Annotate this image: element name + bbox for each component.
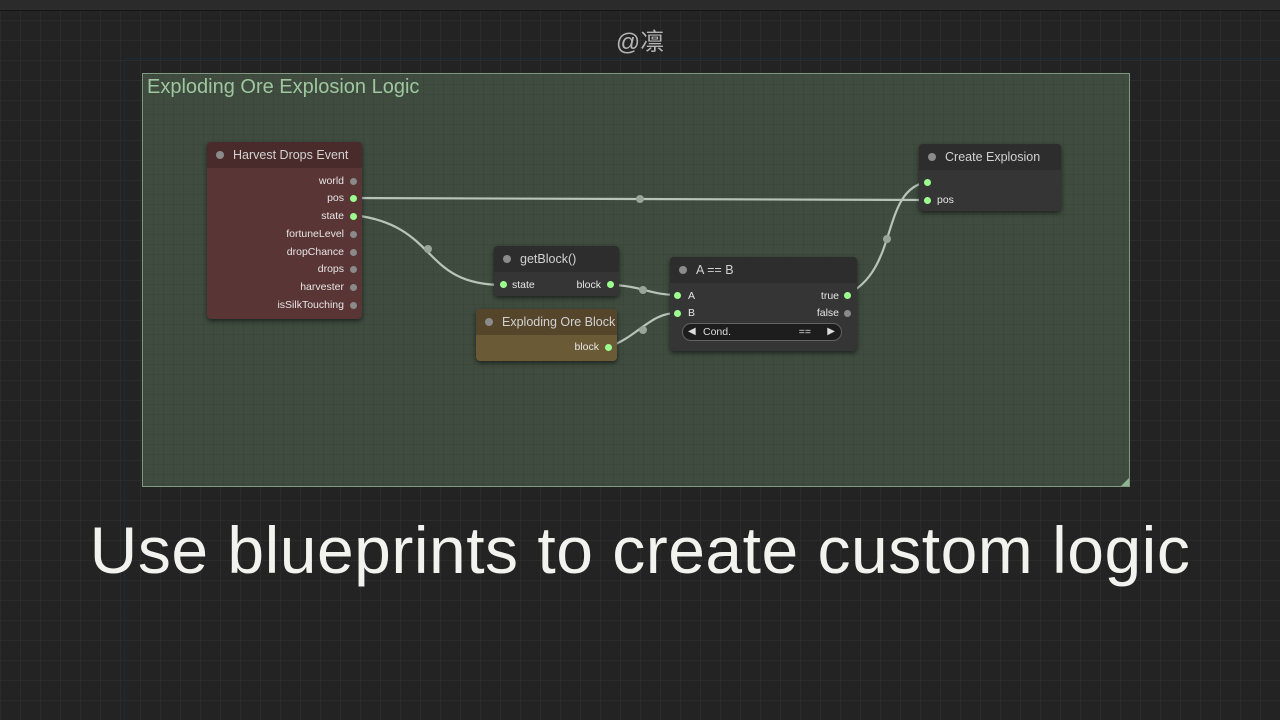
output-slot-world[interactable] <box>350 178 357 185</box>
condition-combo-widget[interactable]: ◀ Cond. == ▶ <box>682 323 842 341</box>
combo-left-arrow-icon[interactable]: ◀ <box>688 326 696 337</box>
output-label-block: block <box>574 341 599 353</box>
input-slot-b[interactable] <box>674 310 681 317</box>
output-slot-block[interactable] <box>605 344 612 351</box>
input-label-pos: pos <box>937 194 954 206</box>
input-label-a: A <box>688 290 696 302</box>
output-label-pos: pos <box>327 192 344 204</box>
output-slot-false[interactable] <box>844 310 851 317</box>
node-title: Create Explosion <box>945 150 1041 164</box>
node-collapse-dot-icon[interactable] <box>216 151 224 159</box>
node-title: getBlock() <box>520 252 577 266</box>
output-label-state: state <box>321 210 344 222</box>
node-collapse-dot-icon[interactable] <box>485 318 493 326</box>
input-slot-pos[interactable] <box>924 197 931 204</box>
node-header[interactable]: Harvest Drops Event <box>207 142 362 168</box>
group-resize-handle[interactable] <box>1121 478 1129 486</box>
node-compare[interactable]: A == B A B true false ◀ Cond. == ▶ <box>670 257 857 351</box>
output-label-false: false <box>816 307 839 319</box>
output-label-harvester: harvester <box>300 281 344 293</box>
group-title[interactable]: Exploding Ore Explosion Logic <box>147 76 420 98</box>
canvas-edge <box>124 58 1280 59</box>
output-label-fortune-level: fortuneLevel <box>286 228 344 240</box>
output-slot-pos[interactable] <box>350 195 357 202</box>
output-label-true: true <box>820 290 839 302</box>
output-slot-block[interactable] <box>607 281 614 288</box>
canvas-edge <box>124 58 125 720</box>
node-collapse-dot-icon[interactable] <box>503 255 511 263</box>
output-slot-true[interactable] <box>844 292 851 299</box>
node-header[interactable]: Exploding Ore Block <box>476 309 617 335</box>
output-slot-drop-chance[interactable] <box>350 249 357 256</box>
combo-label: Cond. <box>703 326 732 338</box>
node-title: A == B <box>696 263 734 277</box>
combo-value: == <box>798 326 811 338</box>
node-header[interactable]: getBlock() <box>494 246 619 272</box>
node-collapse-dot-icon[interactable] <box>928 153 936 161</box>
input-label-state: state <box>512 279 535 291</box>
node-title: Harvest Drops Event <box>233 148 349 162</box>
output-label-drop-chance: dropChance <box>286 246 344 258</box>
node-create-explosion[interactable]: Create Explosion pos <box>919 144 1061 211</box>
node-title: Exploding Ore Block <box>502 315 616 329</box>
output-slot-state[interactable] <box>350 213 357 220</box>
input-slot-exec[interactable] <box>924 179 931 186</box>
output-slot-is-silk-touching[interactable] <box>350 302 357 309</box>
output-label-world: world <box>318 175 344 187</box>
top-bar <box>0 0 1280 11</box>
input-slot-state[interactable] <box>500 281 507 288</box>
node-collapse-dot-icon[interactable] <box>679 266 687 274</box>
node-get-block[interactable]: getBlock() state block <box>494 246 619 296</box>
node-harvest-drops-event[interactable]: Harvest Drops Event world pos state fort… <box>207 142 362 319</box>
output-label-drops: drops <box>317 263 344 275</box>
watermark: @凛 <box>615 29 665 56</box>
output-slot-drops[interactable] <box>350 266 357 273</box>
combo-right-arrow-icon[interactable]: ▶ <box>827 326 835 337</box>
input-label-b: B <box>688 307 696 319</box>
output-slot-harvester[interactable] <box>350 284 357 291</box>
node-header[interactable]: Create Explosion <box>919 144 1061 170</box>
output-label-block: block <box>576 279 601 291</box>
node-header[interactable]: A == B <box>670 257 857 283</box>
output-slot-fortune-level[interactable] <box>350 231 357 238</box>
node-exploding-ore-block[interactable]: Exploding Ore Block block <box>476 309 617 361</box>
caption-text: Use blueprints to create custom logic <box>89 513 1191 587</box>
input-slot-a[interactable] <box>674 292 681 299</box>
output-label-is-silk-touching: isSilkTouching <box>277 299 344 311</box>
